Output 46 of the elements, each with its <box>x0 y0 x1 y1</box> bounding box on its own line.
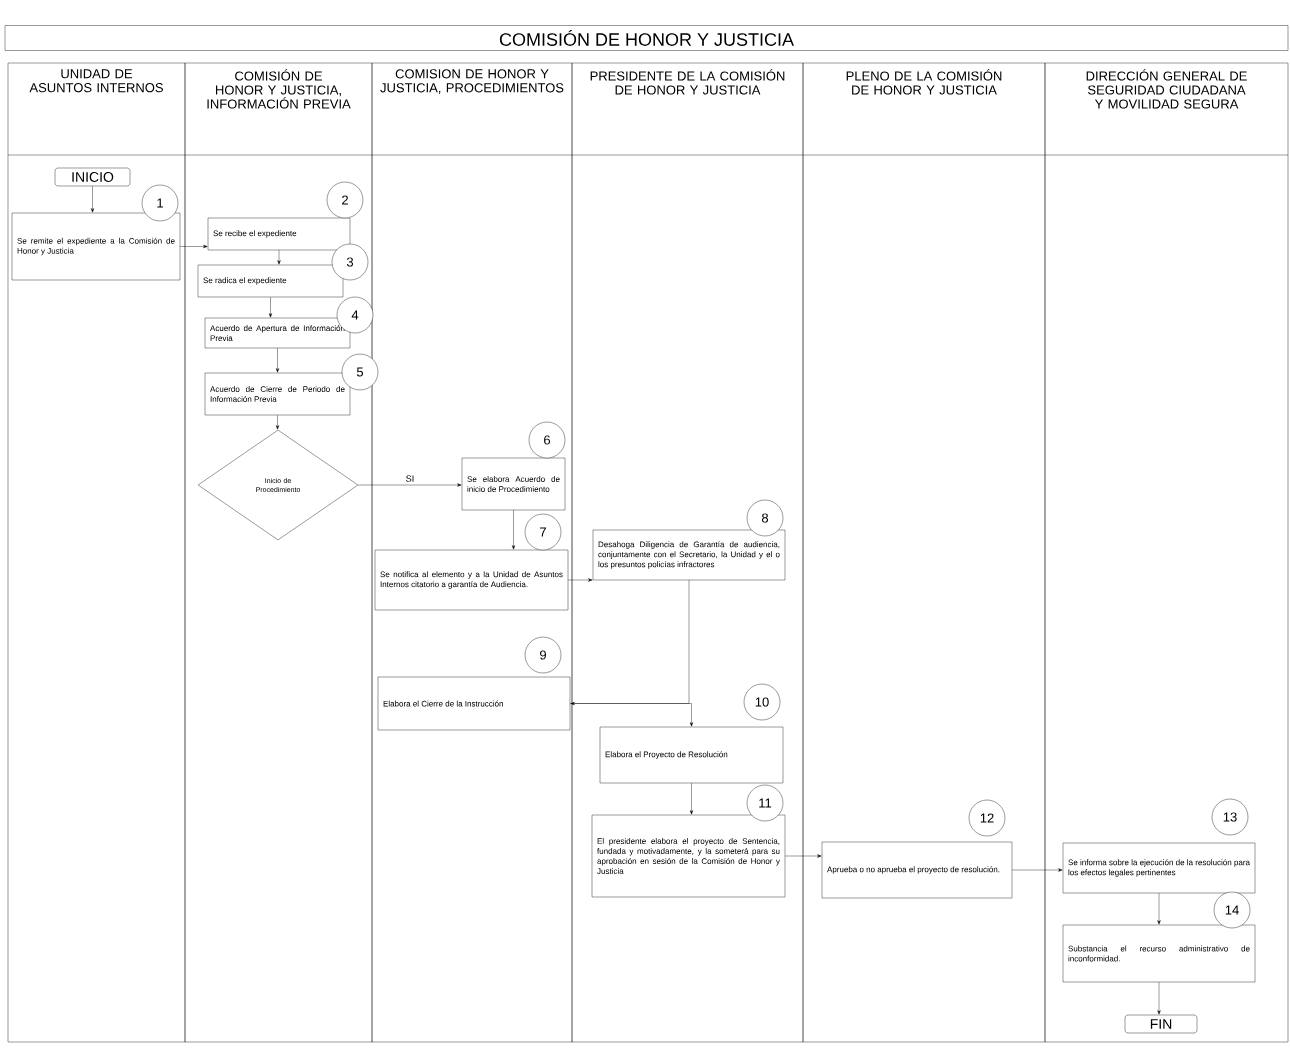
arrow <box>358 483 462 487</box>
arrow <box>1157 982 1161 1015</box>
process-box: El presidente elabora el proyecto de Sentencia, fundada y motivadamente, y la someterá para su aprobación en sesión de la Comisión de Honor y Justicia <box>591 814 786 898</box>
step-number: 2 <box>326 181 364 219</box>
step-number: 8 <box>746 499 784 537</box>
arrow <box>90 186 95 213</box>
terminal-box: FIN <box>1124 1014 1198 1034</box>
arrow <box>180 244 208 249</box>
step-number: 12 <box>968 799 1006 837</box>
arrow <box>1012 868 1063 872</box>
arrow <box>277 250 281 265</box>
step-number: 9 <box>524 636 562 674</box>
process-box: Acuerdo de Apertura de Información Previa <box>204 317 351 349</box>
title-band: COMISIÓN DE HONOR Y JUSTICIA <box>4 25 1289 51</box>
arrow <box>689 783 694 815</box>
arrow <box>570 580 690 706</box>
arrow <box>275 415 280 430</box>
process-box: Desahoga Diligencia de Garantía de audiencia, conjuntamente con el Secretario, la Unidad y el o los presuntos policías infractores <box>592 529 786 581</box>
step-number: 1 <box>141 184 179 222</box>
process-box: Se remite el expediente a la Comisión de Honor y Justicia <box>11 212 181 281</box>
arrow <box>570 703 694 727</box>
arrow <box>785 854 822 858</box>
step-number: 3 <box>331 243 369 281</box>
process-box: Aprueba o no aprueba el proyecto de resolución. <box>821 841 1013 899</box>
process-box: Elabora el Proyecto de Resolución <box>599 726 784 784</box>
step-number: 14 <box>1213 891 1251 929</box>
process-box: Se radica el expediente <box>197 264 344 298</box>
process-box: Elabora el Cierre de la Instrucción <box>377 676 571 731</box>
process-box: Acuerdo de Cierre de Periodo de Información Previa <box>204 372 351 416</box>
arrow <box>1157 893 1161 925</box>
arrow <box>511 510 516 550</box>
process-box: Se informa sobre la ejecución de la resolución para los efectos legales pertinentes <box>1062 842 1256 894</box>
step-number: 13 <box>1211 798 1249 836</box>
step-number: 7 <box>524 513 562 551</box>
step-number: 6 <box>528 421 566 459</box>
step-number: 11 <box>746 784 784 822</box>
process-box: Se notifica al elemento y a la Unidad de Asuntos Internos citatorio a garantía de Audiencia. <box>374 549 569 611</box>
edge-label: SI <box>406 475 414 482</box>
step-number: 10 <box>743 683 781 721</box>
process-box: Substancia el recurso administrativo de inconformidad. <box>1062 924 1256 983</box>
process-box: Se elabora Acuerdo de inicio de Procedimiento <box>461 457 566 511</box>
arrow <box>568 578 593 582</box>
arrow <box>275 348 280 373</box>
arrow <box>268 297 273 318</box>
process-box: Se recibe el expediente <box>207 217 351 251</box>
terminal-box: INICIO <box>54 167 131 187</box>
